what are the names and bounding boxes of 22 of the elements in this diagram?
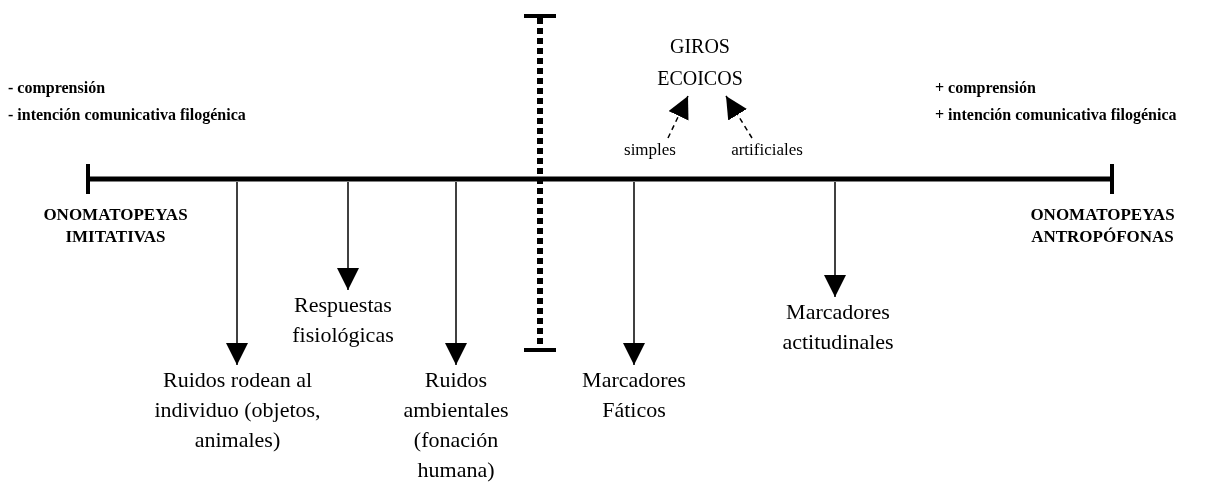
endpoint-label: ONOMATOPEYAS ANTROPÓFONAS xyxy=(1029,204,1176,248)
endpoint-label: ONOMATOPEYAS IMITATIVAS xyxy=(42,204,189,248)
category-label: Ruidos ambientales (fonación humana) xyxy=(376,365,536,485)
arrow xyxy=(667,95,689,139)
scale-note: + intención comunicativa filogénica xyxy=(935,105,1177,125)
subcategory-label: simples xyxy=(610,138,690,162)
category-label: Respuestas fisiológicas xyxy=(268,290,418,350)
arrow xyxy=(623,181,645,366)
category-label: Marcadores Fáticos xyxy=(556,365,712,425)
category-heading: GIROS ECOICOS xyxy=(640,30,760,94)
category-label: Ruidos rodean al individuo (objetos, animales) xyxy=(130,365,345,455)
scale-note: + comprensión xyxy=(935,78,1036,98)
category-label: Marcadores actitudinales xyxy=(760,297,916,357)
arrow xyxy=(337,181,359,291)
scale-note: - comprensión xyxy=(8,78,106,98)
arrow xyxy=(824,181,846,298)
scale-note: - intención comunicativa filogénica xyxy=(8,105,246,125)
arrow xyxy=(725,95,753,139)
scale-line xyxy=(86,162,1114,196)
subcategory-label: artificiales xyxy=(708,138,826,162)
arrow xyxy=(226,181,248,366)
arrow xyxy=(445,181,467,366)
